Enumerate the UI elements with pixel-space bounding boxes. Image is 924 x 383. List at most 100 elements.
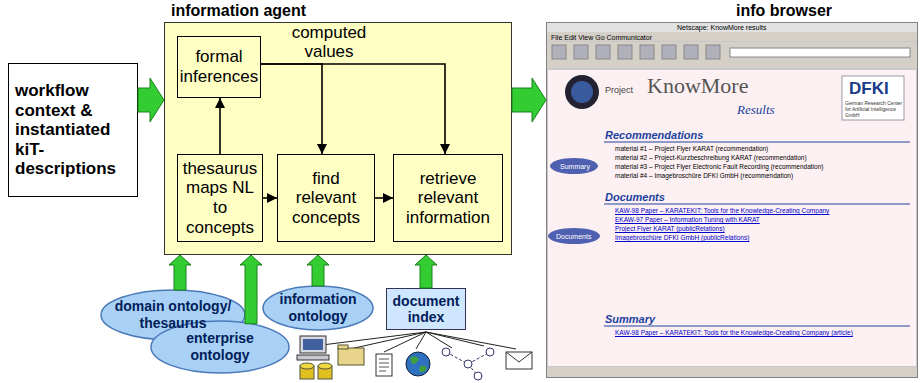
screenshot-text: KAW-98 Paper – KARATEKIT: Tools for the … (615, 329, 853, 336)
screenshot-text: Imagebroschüre DFKI GmbH (publicRelation… (615, 234, 749, 241)
group-heading: information agent (171, 2, 306, 20)
group-heading: info browser (736, 2, 832, 20)
browser-page-graphics (550, 158, 598, 174)
folder-icon (338, 345, 348, 349)
network-icon (442, 348, 450, 356)
screenshot-text: File Edit View Go Communicator (551, 34, 652, 42)
ellipse-outline (151, 321, 289, 373)
flow-arrow (307, 255, 329, 286)
mail-icon (506, 352, 532, 369)
connector-arrow (261, 64, 322, 154)
node-label: find relevant concepts (281, 169, 371, 228)
flow-arrow (138, 78, 164, 122)
browser-window-frame (547, 42, 917, 68)
screenshot-text: KAW-98 Paper – KARATEKIT: Tools for the … (615, 207, 829, 214)
computer-icon (297, 355, 329, 360)
node-label: formal inferences (180, 47, 258, 86)
screenshot-text: Project (605, 85, 633, 95)
flow-arrow (512, 78, 546, 122)
screenshot-text: Documents (556, 233, 591, 241)
source-link-lines (416, 332, 426, 349)
browser-window-frame (662, 45, 676, 59)
globe-icon (406, 352, 430, 376)
browser-window-frame (574, 45, 588, 59)
database-icon (300, 363, 314, 369)
process-box: thesaurus maps NL to concepts (177, 154, 263, 242)
computer-icon (303, 339, 323, 350)
ontology-ellipse: information ontology (262, 285, 374, 331)
screenshot-text: Documents (605, 191, 665, 204)
browser-screenshot: info browserNetscape: KnowMore resultsFi… (546, 22, 918, 378)
screenshot-text: material #2 – Project-Kurzbeschreibung K… (615, 154, 807, 161)
browser-window-frame (548, 70, 916, 366)
flow-arrow (240, 255, 262, 324)
source-box: workflow context & instantiated kiT-desc… (8, 63, 138, 197)
document-icon (379, 371, 386, 372)
browser-page-graphics (565, 75, 599, 109)
browser-window-frame (730, 48, 910, 57)
network-icon (464, 360, 472, 368)
folder-icon (338, 348, 364, 365)
browser-window-frame (552, 45, 566, 59)
node-label: workflow context & instantiated kiT-desc… (15, 81, 131, 179)
mail-icon (506, 352, 532, 369)
network-icon (486, 348, 494, 356)
browser-window-frame (684, 45, 698, 59)
node-label: document index (389, 293, 463, 325)
computer-icon (300, 336, 326, 353)
document-icon (379, 363, 389, 364)
browser-page-graphics (842, 76, 904, 120)
source-link-lines (314, 332, 516, 352)
computer-icon (297, 336, 329, 360)
document-icon (379, 359, 389, 360)
database-icon (318, 363, 332, 369)
mail-icon (506, 352, 532, 362)
globe-icon (410, 356, 427, 372)
source-link-lines (350, 332, 426, 349)
browser-page-graphics (604, 142, 910, 143)
browser-window-frame (596, 45, 610, 59)
browser-page-graphics (548, 228, 600, 244)
document-icon (376, 354, 392, 376)
screenshot-text: Project Flyer KARAT (publicRelations) (615, 225, 725, 232)
screenshot-text: EKAW-97 Paper – Information Tuning with … (615, 216, 760, 223)
browser-page-graphics (571, 81, 593, 103)
browser-page-graphics (604, 326, 910, 327)
browser-window-frame (640, 45, 654, 59)
node-label: thesaurus maps NL to concepts (181, 159, 259, 237)
browser-window-frame (547, 23, 917, 32)
node-label: retrieve relevant information (397, 169, 499, 228)
screenshot-text: material #3 – Project Flyer Electronic F… (615, 163, 823, 170)
browser-window-frame (618, 45, 632, 59)
screenshot-text: material #4 – Imagebroschüre DFKI GmbH (… (615, 172, 793, 179)
document-icon (379, 367, 389, 368)
index-box: document index (386, 288, 466, 330)
source-link-lines (314, 332, 426, 346)
browser-page-graphics (548, 75, 910, 326)
node-label: information ontology (276, 291, 360, 325)
browser-window-frame (706, 45, 720, 59)
screenshot-text: material #1 – Project Flyer KARAT (recom… (615, 145, 768, 152)
flow-arrow (415, 255, 437, 288)
folder-icon (338, 345, 364, 365)
ellipse-outline (263, 286, 373, 330)
node-label: enterprise ontology (164, 330, 276, 364)
browser-window-frame (547, 367, 917, 377)
screenshot-text: Netscape: KnowMore results (677, 24, 766, 32)
source-link-lines (384, 332, 426, 352)
screenshot-text: Summary (560, 163, 590, 171)
node-label: domain ontology/ thesaurus (114, 298, 232, 332)
connector-label: computed values (288, 24, 370, 61)
browser-window-frame (546, 22, 918, 378)
screenshot-text: Results (737, 103, 775, 118)
screenshot-text: KnowMore (647, 73, 748, 98)
source-link-lines (426, 332, 516, 349)
connector-arrow (375, 197, 393, 199)
connector-arrow (219, 98, 221, 154)
globe-icon (406, 352, 430, 376)
connector-arrow (261, 64, 445, 154)
process-box: formal inferences (177, 36, 261, 98)
screenshot-text: Summary (605, 313, 655, 326)
